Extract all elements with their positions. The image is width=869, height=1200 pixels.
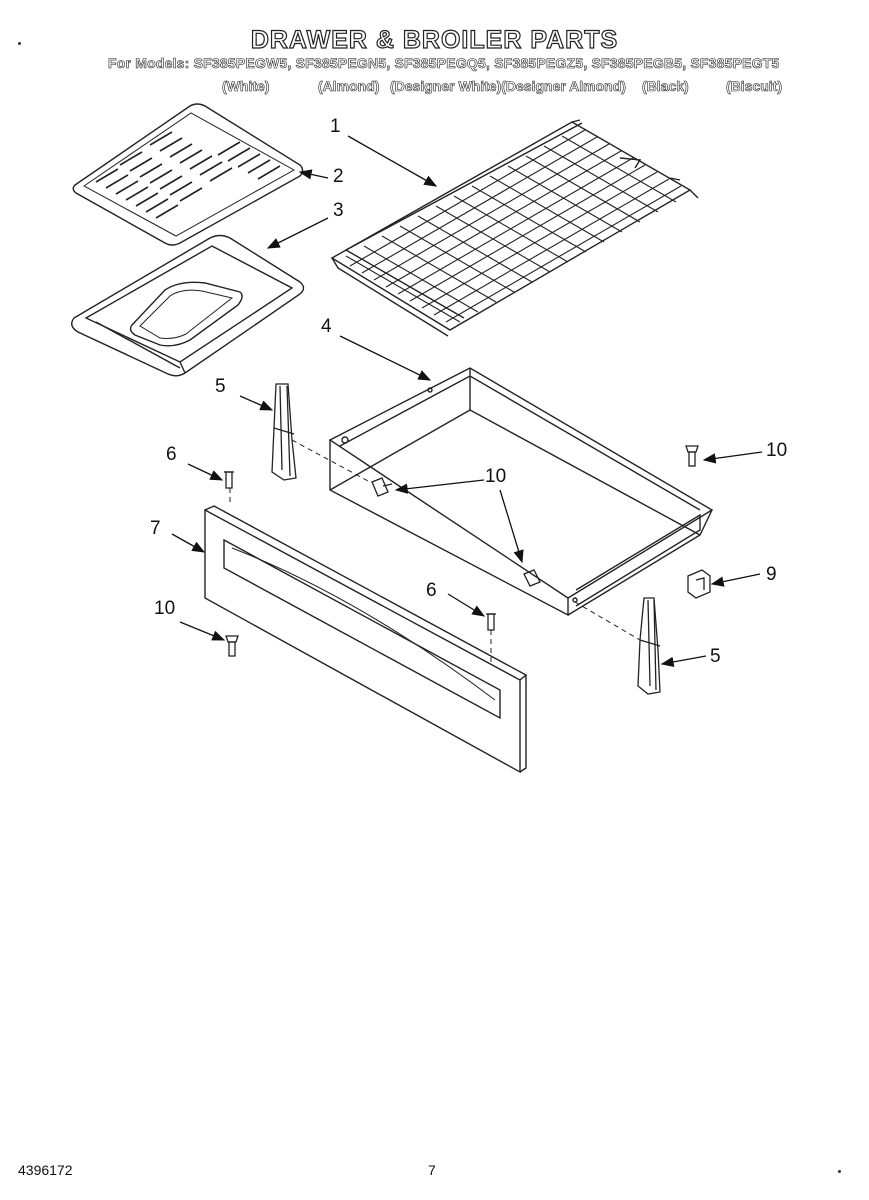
color-biscuit: (Biscuit) (726, 78, 783, 95)
broiler-grid (72, 103, 304, 246)
callout-10-drawer: 10 (485, 466, 507, 487)
callout-9: 9 (766, 564, 777, 585)
color-designer: (Designer White)(Designer Almond) (390, 78, 627, 95)
drawer-slide-left (271, 383, 297, 481)
callout-7: 7 (150, 518, 161, 539)
callout-1: 1 (330, 116, 341, 137)
callout-10-top-right: 10 (766, 440, 788, 461)
color-black: (Black) (642, 78, 689, 95)
callout-5-right: 5 (710, 646, 721, 667)
drawer-front-panel (204, 505, 528, 774)
drawer-slide-right (637, 597, 661, 695)
screw-6-left (224, 471, 234, 489)
callout-10-panel: 10 (154, 598, 176, 619)
corner-mark (838, 1170, 841, 1173)
leader-arrows (171, 135, 763, 668)
screw-10-top-right (685, 445, 699, 467)
callout-2: 2 (333, 166, 344, 187)
drawer-clip (687, 569, 711, 599)
page-title: DRAWER & BROILER PARTS (250, 25, 619, 54)
screw-10-drawer-left (371, 477, 393, 497)
callout-4: 4 (321, 316, 332, 337)
broiler-pan (71, 234, 305, 377)
models-line: For Models: SF385PEGW5, SF385PEGN5, SF38… (108, 55, 780, 72)
page-number: 7 (428, 1162, 436, 1178)
callout-6-right: 6 (426, 580, 437, 601)
color-almond: (Almond) (318, 78, 380, 95)
screw-10-panel (225, 635, 239, 657)
document-number: 4396172 (18, 1162, 73, 1178)
storage-drawer (328, 367, 714, 617)
oven-rack (330, 119, 699, 337)
callout-3: 3 (333, 200, 344, 221)
screw-10-drawer-right (523, 569, 541, 587)
screw-6-right (486, 613, 496, 631)
callout-6-left: 6 (166, 444, 177, 465)
corner-mark (18, 42, 21, 45)
color-white: (White) (222, 78, 270, 95)
alignment-lines (229, 439, 641, 665)
callout-5-left: 5 (215, 376, 226, 397)
